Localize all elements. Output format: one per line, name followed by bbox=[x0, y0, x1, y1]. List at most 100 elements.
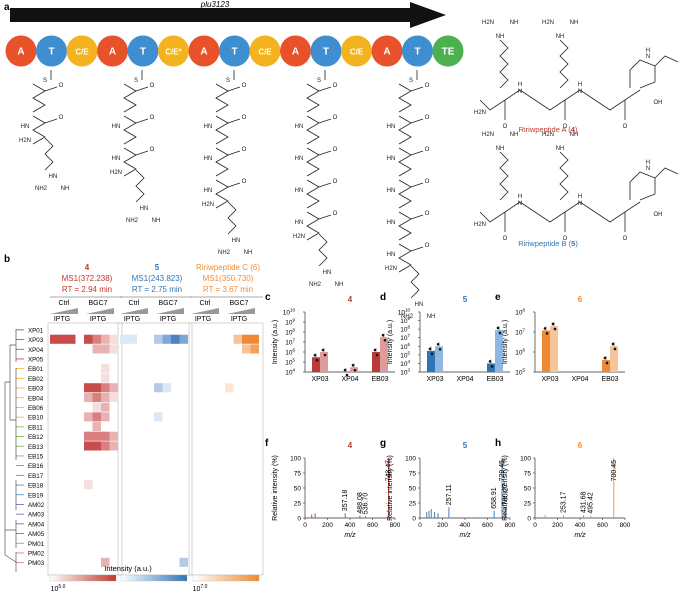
y-tick-label: 108 bbox=[400, 325, 410, 334]
domain-circle-13 bbox=[402, 35, 433, 67]
row-label-EB15: EB15 bbox=[28, 453, 44, 460]
domain-label-3: A bbox=[109, 47, 116, 58]
backbone-bond bbox=[123, 115, 137, 145]
x-tick-label: 800 bbox=[505, 522, 516, 529]
side-chain-bond bbox=[135, 169, 145, 203]
domain-circle-11 bbox=[341, 35, 372, 67]
ctrl-label-1: Ctrl bbox=[129, 300, 140, 307]
heat-cell-11 bbox=[101, 373, 110, 383]
data-point bbox=[603, 356, 607, 360]
x-tick-label: 0 bbox=[418, 522, 422, 529]
x-axis-label: m/z bbox=[459, 532, 471, 539]
row-label-AM03: AM03 bbox=[28, 512, 45, 519]
data-point bbox=[488, 360, 492, 363]
data-point bbox=[490, 365, 494, 368]
carbonyl-bond bbox=[135, 118, 149, 124]
bar bbox=[487, 363, 495, 372]
domain-circle-0 bbox=[5, 35, 37, 67]
heat-cell-19 bbox=[109, 392, 118, 402]
panel-a-label: a bbox=[4, 2, 10, 13]
atom-label: O bbox=[425, 83, 430, 89]
atom-label: OH bbox=[654, 212, 663, 218]
atom-label: HN bbox=[295, 156, 304, 162]
domain-label-13: T bbox=[414, 47, 420, 58]
row-label-EB12: EB12 bbox=[28, 434, 44, 441]
data-point bbox=[543, 327, 547, 330]
column-rt-0: RT = 2.94 min bbox=[62, 285, 112, 294]
y-tick-label: 75 bbox=[409, 471, 417, 478]
heat-cell-40 bbox=[171, 334, 180, 344]
backbone-bond bbox=[306, 211, 320, 241]
atom-label: H2N bbox=[110, 170, 122, 176]
atom-label: HN bbox=[49, 174, 58, 180]
data-point bbox=[430, 352, 434, 356]
carbonyl-bond bbox=[318, 118, 332, 124]
peak-label: 253.17 bbox=[560, 491, 567, 513]
data-point bbox=[373, 348, 377, 352]
row-label-EB13: EB13 bbox=[28, 444, 44, 451]
panel-b-label: b bbox=[4, 254, 10, 265]
side-chain-bond bbox=[499, 151, 509, 201]
data-point bbox=[375, 353, 379, 357]
data-point bbox=[438, 347, 442, 351]
backbone-bond bbox=[306, 83, 320, 113]
atom-label: N bbox=[518, 89, 522, 95]
x-tick-label: 200 bbox=[552, 522, 563, 529]
atom-label: NH bbox=[496, 34, 505, 40]
heat-cell-12 bbox=[84, 383, 93, 393]
atom-label: H2N bbox=[293, 234, 305, 240]
heat-cell-26 bbox=[84, 431, 93, 441]
backbone-bond bbox=[215, 115, 229, 145]
backbone-bond bbox=[398, 211, 412, 241]
atom-label: O bbox=[59, 115, 64, 121]
row-label-AM02: AM02 bbox=[28, 502, 45, 509]
domain-label-8: C/E bbox=[258, 48, 272, 57]
atom-label: OH bbox=[654, 100, 663, 106]
row-label-EB06: EB06 bbox=[28, 405, 44, 412]
atom-label: H2N bbox=[385, 266, 397, 272]
row-label-XP05: XP05 bbox=[28, 356, 44, 363]
domain-label-4: T bbox=[140, 47, 146, 58]
row-label-PM02: PM02 bbox=[28, 550, 45, 557]
atom-label: NH bbox=[556, 146, 565, 152]
heat-cell-14 bbox=[101, 383, 110, 393]
atom-label: HN bbox=[21, 124, 30, 130]
y-tick-label: 25 bbox=[294, 501, 302, 508]
iptg-wedge-ctrl-2 bbox=[191, 308, 219, 314]
atom-label: NH bbox=[244, 250, 253, 256]
atom-label: O bbox=[242, 115, 247, 121]
backbone-bond bbox=[306, 115, 320, 145]
x-tick-label: EB03 bbox=[601, 376, 618, 383]
atom-label: O bbox=[623, 236, 628, 242]
backbone-bond bbox=[306, 147, 320, 177]
atom-label: N bbox=[646, 166, 650, 172]
heat-cell-23 bbox=[92, 412, 101, 422]
atom-label: NH bbox=[510, 20, 519, 26]
atom-label: O bbox=[333, 211, 338, 217]
atom-label: HN bbox=[204, 188, 213, 194]
iptg-wedge-bgc-1 bbox=[156, 308, 184, 314]
compound-4-name: Ririwpeptide A (4) bbox=[519, 125, 578, 134]
ctrl-label-2: Ctrl bbox=[200, 300, 211, 307]
carbonyl-bond bbox=[227, 86, 241, 92]
iptg-wedge-ctrl-0 bbox=[50, 308, 78, 314]
atom-label: O bbox=[503, 236, 508, 242]
carbonyl-bond bbox=[410, 246, 424, 252]
y-tick-label: 50 bbox=[294, 486, 302, 493]
heat-cell-3 bbox=[84, 334, 93, 344]
atom-label: H2N bbox=[202, 202, 214, 208]
peak-label: 488.08 bbox=[357, 492, 364, 514]
carbonyl-bond bbox=[410, 214, 424, 220]
side-chain-bond bbox=[499, 39, 509, 89]
atom-label: O bbox=[242, 147, 247, 153]
row-label-PM03: PM03 bbox=[28, 560, 45, 567]
row-label-AM04: AM04 bbox=[28, 521, 45, 528]
data-point bbox=[315, 358, 319, 362]
peak-label: 743.47 bbox=[386, 460, 393, 482]
row-label-PM01: PM01 bbox=[28, 541, 45, 548]
domain-circle-10 bbox=[310, 35, 342, 67]
column-ms-1: MS1(243.823) bbox=[132, 274, 183, 283]
